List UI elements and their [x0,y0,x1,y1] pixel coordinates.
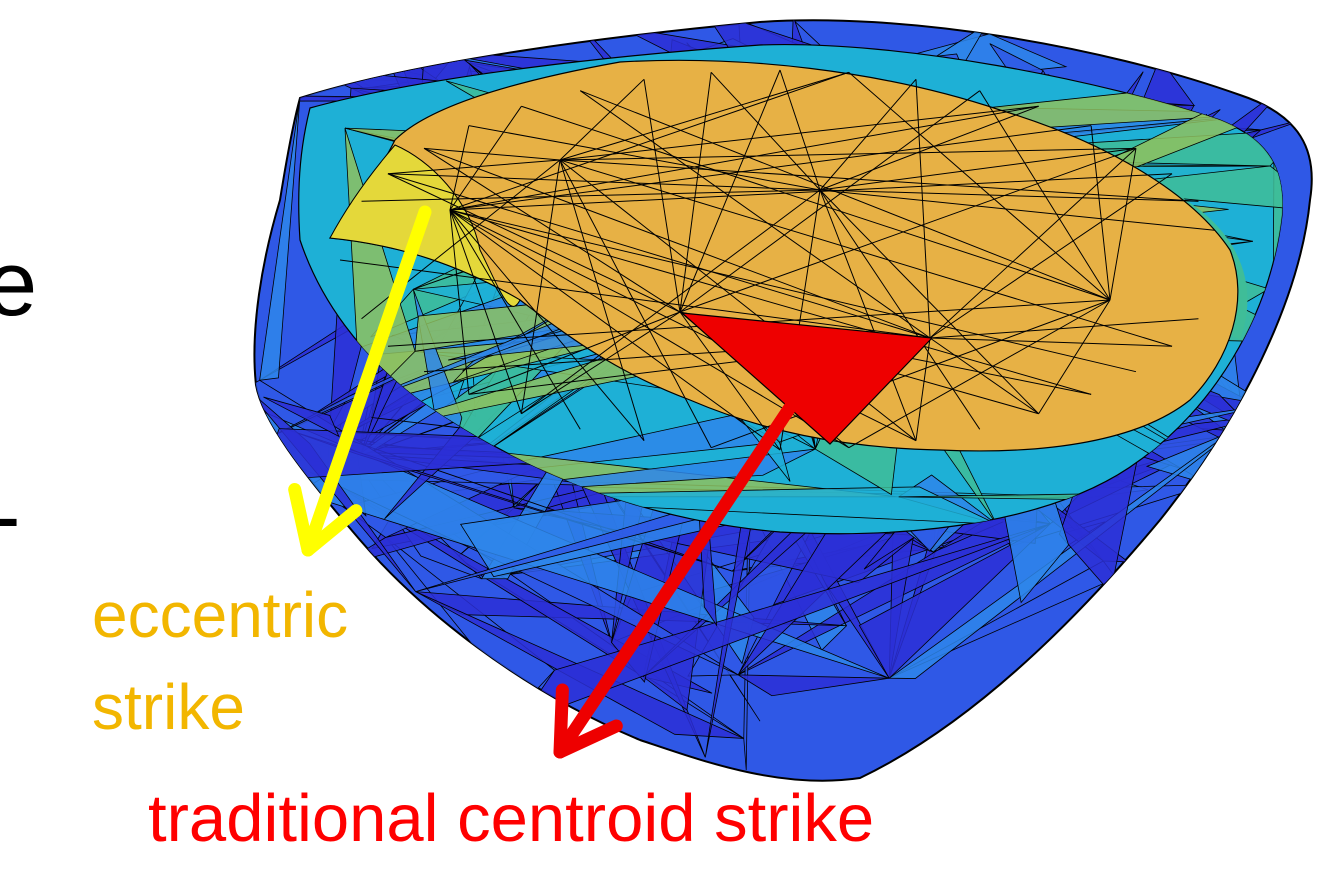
top-edge [559,147,1136,161]
top-facets [339,69,1215,451]
top-edge [819,105,1039,191]
top-edge [819,189,981,430]
centroid-arrow-shaft [553,378,812,759]
top-edge [1090,125,1111,301]
top-edge [423,147,681,313]
top-edge [710,71,821,191]
top-edge [819,147,1137,191]
top-edge [449,209,1092,395]
top-edge [559,78,645,161]
top-edge [339,259,931,339]
top-edge [929,147,1137,339]
top-edge [929,337,1173,347]
top-edge [559,159,1199,202]
top-edge [915,79,931,339]
eccentric-strike-label-line2: strike [92,671,245,743]
top-edge [779,69,821,191]
top-edge [580,90,1111,301]
cropped-left-dash: - [0,470,21,562]
top-edge [915,337,931,441]
top-edge [579,90,931,339]
cropped-left-text: e [0,233,38,335]
top-edge [819,78,917,191]
top-edge [449,209,781,451]
traditional-centroid-strike-label: traditional centroid strike [148,781,875,856]
top-edge [387,173,821,191]
top-edge [679,69,781,313]
top-edge [679,311,781,451]
top-edge [449,125,470,211]
hull-facet [858,523,1051,679]
top-edge [1109,148,1137,301]
top-edge [449,173,1173,211]
top-edge [449,209,1137,373]
top-edge [468,125,821,191]
hull-facet [263,396,340,438]
hull-facet [736,674,890,697]
top-edge [449,209,645,442]
top-edge [423,147,931,339]
top-edge [449,106,522,211]
top-edge [449,71,849,211]
top-edge [679,72,712,313]
top-edge [819,189,1199,202]
top-edge [929,337,1039,415]
top-edge [387,173,931,339]
top-edge [559,105,1039,161]
top-edge [848,299,1111,449]
eccentric-arrow-head [288,482,363,557]
top-edge [559,159,712,448]
top-edge [449,105,1039,211]
top-edge [387,159,561,175]
top-edge [979,90,1111,301]
top-edge [520,159,561,414]
centroid-arrow-head [553,683,623,759]
top-edge [387,173,681,313]
top-edge [819,189,1215,231]
top-edge [449,209,581,430]
top-edge [679,147,1137,313]
centroid-arrow-icon [553,378,812,759]
top-edge [449,125,1092,211]
top-edge [679,90,981,313]
eccentric-arrow-icon [288,205,432,557]
centroid-face [680,312,934,445]
top-edge [929,173,1173,339]
top-edge [521,105,1111,301]
top-edge [521,189,821,415]
top-edge [449,209,522,414]
eccentric-strike-label-line1: eccentric [92,579,349,651]
top-edge [559,71,849,161]
hull-facet [259,95,301,381]
top-edge [819,189,1039,415]
top-edge [449,209,470,395]
eccentric-arrow-shaft [301,205,432,557]
top-edge [929,318,1199,339]
top-edge [848,71,1111,301]
top-face [328,59,1239,452]
top-edge [361,189,821,202]
top-edge [423,147,561,161]
